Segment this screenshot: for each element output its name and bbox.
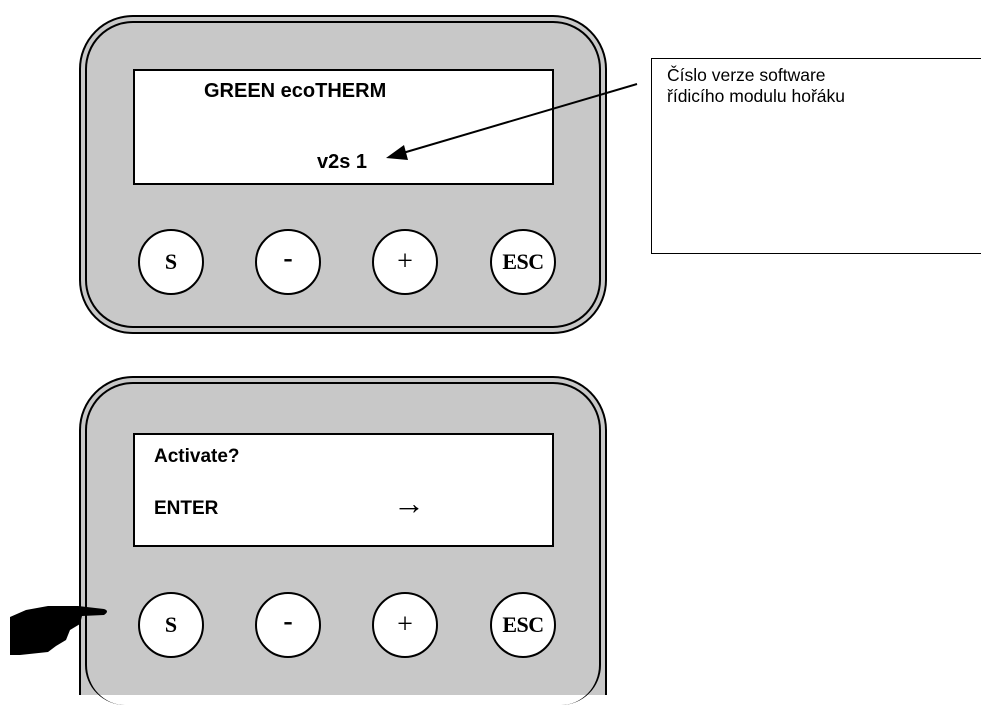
minus-button-top[interactable]: - [255,229,321,295]
lcd-enter-label: ENTER [154,498,219,519]
lcd-title: GREEN ecoTHERM [204,80,387,102]
lcd-version: v2s 1 [317,151,368,173]
pointing-hand-icon [10,606,107,655]
plus-button-top[interactable]: + [372,229,438,295]
arrow-pointer-icon [386,83,638,160]
callout-box: Číslo verze software řídicího modulu hoř… [651,58,981,254]
plus-button-bottom[interactable]: + [372,592,438,658]
minus-button-bottom[interactable]: - [255,592,321,658]
right-arrow-icon: → [393,485,425,521]
s-button-bottom[interactable]: S [138,592,204,658]
lcd-display-top: GREEN ecoTHERM v2s 1 [133,69,554,185]
callout-line-1: Číslo verze software [667,65,826,85]
s-button-top[interactable]: S [138,229,204,295]
lcd-display-bottom: Activate? ENTER → [133,433,554,547]
esc-button-bottom[interactable]: ESC [490,592,556,658]
esc-button-top[interactable]: ESC [490,229,556,295]
callout-line-2: řídicího modulu hořáku [667,86,846,106]
lcd-prompt: Activate? [154,446,240,467]
